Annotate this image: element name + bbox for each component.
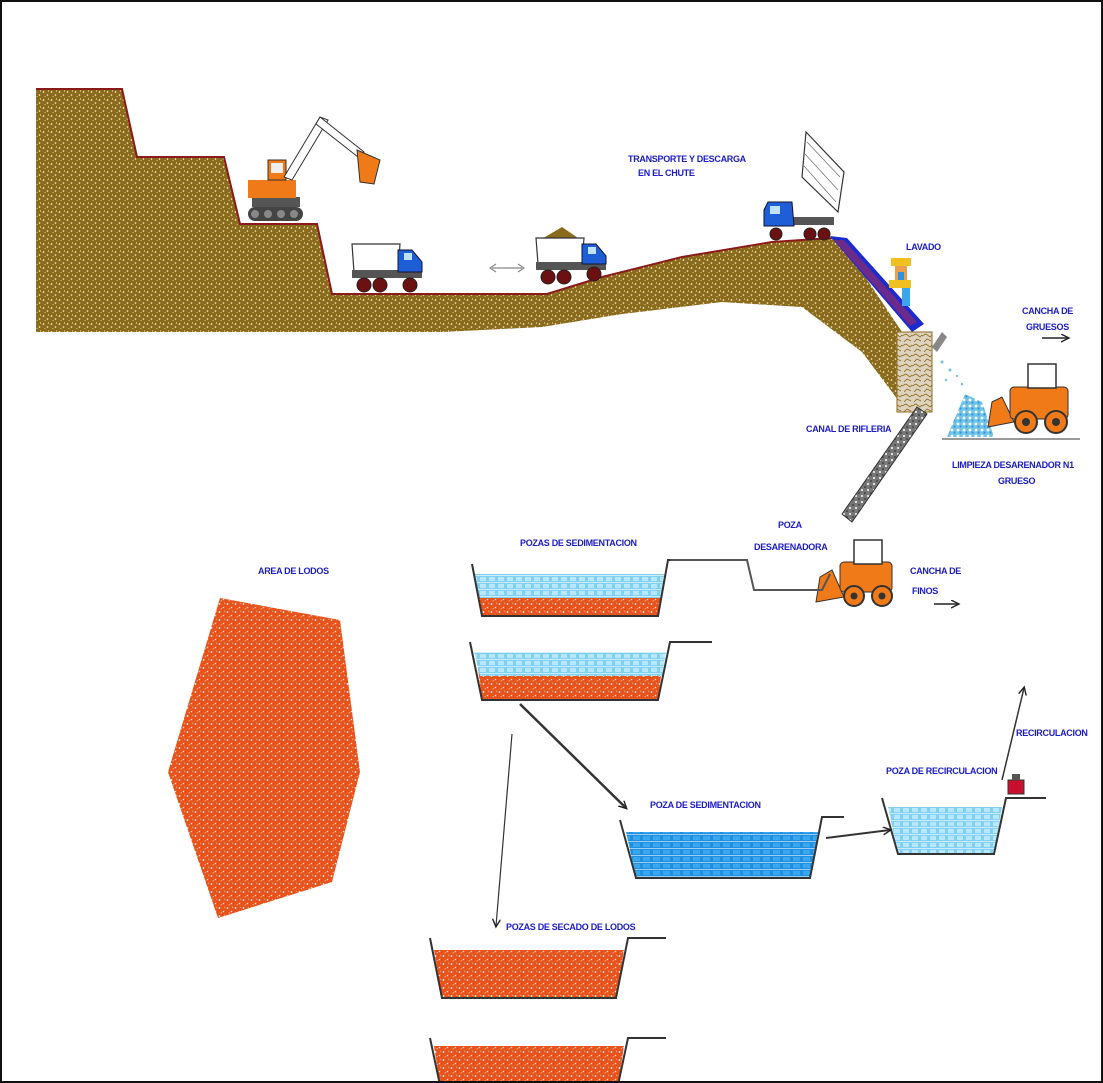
- label-cancha-gruesos-line1: CANCHA DE: [1022, 306, 1073, 316]
- label-poza-desarenadora-line1: POZA: [778, 520, 803, 530]
- sedimentation-pool-1: [471, 559, 670, 617]
- loaded-truck-icon: [535, 227, 607, 285]
- rifleria-channel: [841, 406, 928, 523]
- label-recirculacion: RECIRCULACION: [1016, 728, 1088, 738]
- label-cancha-finos-line2: FINOS: [912, 586, 938, 596]
- front-loader-icon: [987, 363, 1069, 434]
- label-cancha-gruesos-line2: GRUESOS: [1026, 322, 1069, 332]
- label-canal-rifleria: CANAL DE RIFLERIA: [806, 424, 892, 434]
- label-cancha-finos-line1: CANCHA DE: [910, 566, 961, 576]
- label-poza-desarenadora-line2: DESARENADORA: [754, 542, 828, 552]
- main-sedimentation-pool: [619, 816, 844, 879]
- flow-arrows: [496, 688, 1024, 926]
- label-poza-sedimentacion: POZA DE SEDIMENTACION: [650, 800, 761, 810]
- recirculation-pool: [881, 774, 1046, 855]
- sludge-area: [168, 598, 360, 918]
- double-arrow-icon: [488, 263, 526, 273]
- coarse-gravel-pile: [942, 394, 1080, 440]
- washer-icon: [889, 258, 911, 306]
- fines-loader-icon: [815, 539, 893, 607]
- excavator-icon: [248, 116, 381, 221]
- label-pozas-sedimentacion: POZAS DE SEDIMENTACION: [520, 538, 637, 548]
- label-transporte-line1: TRANSPORTE Y DESCARGA: [628, 154, 747, 164]
- sludge-drying-pool-1: [429, 937, 666, 999]
- washing-structure: [896, 331, 947, 413]
- hillside-terrain: [36, 88, 932, 412]
- label-lavado: LAVADO: [906, 242, 941, 252]
- tipping-truck-icon: [763, 130, 845, 241]
- label-area-lodos: AREA DE LODOS: [258, 566, 329, 576]
- sludge-drying-pool-2: [429, 1037, 666, 1081]
- label-pozas-secado: POZAS DE SECADO DE LODOS: [506, 922, 636, 932]
- sand-trap-pool: [670, 559, 831, 591]
- chute: [830, 236, 924, 332]
- label-limpieza-line1: LIMPIEZA DESARENADOR N1: [952, 460, 1074, 470]
- gravel-spray: [940, 360, 964, 386]
- label-limpieza-line2: GRUESO: [998, 476, 1036, 486]
- sedimentation-pool-2: [469, 641, 712, 701]
- label-transporte-line2: EN EL CHUTE: [638, 168, 695, 178]
- label-poza-recirculacion: POZA DE RECIRCULACION: [886, 766, 997, 776]
- dump-truck-icon: [351, 243, 423, 293]
